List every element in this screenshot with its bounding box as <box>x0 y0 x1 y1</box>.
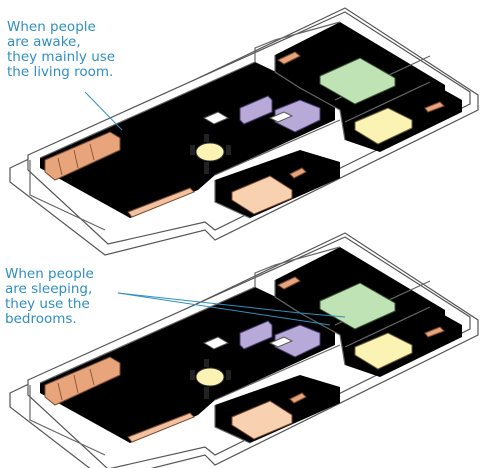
sleeping-caption: When people are sleeping, they use the b… <box>5 267 94 327</box>
awake-caption: When people are awake, they mainly use t… <box>7 20 115 80</box>
sleeping-caption-line-4: bedrooms. <box>5 311 77 327</box>
awake-caption-line-2: are awake, <box>7 34 81 50</box>
awake-floor-plan: .p1 .room-living { fill: #a9d3ee; stroke… <box>9 7 479 256</box>
awake-caption-line-1: When people <box>7 19 96 35</box>
awake-caption-leader <box>84 91 123 131</box>
awake-caption-line-3: they mainly use <box>7 49 116 65</box>
sleeping-caption-leader <box>117 292 346 318</box>
awake-caption-line-4: the living room. <box>7 64 114 80</box>
sleeping-floor-plan: .p2 .room-living { fill: #ffffff; stroke… <box>9 232 479 468</box>
sleeping-caption-line-3: they use the <box>5 296 90 312</box>
sleeping-caption-line-1: When people <box>5 266 94 282</box>
sleeping-caption-line-2: are sleeping, <box>5 281 93 297</box>
